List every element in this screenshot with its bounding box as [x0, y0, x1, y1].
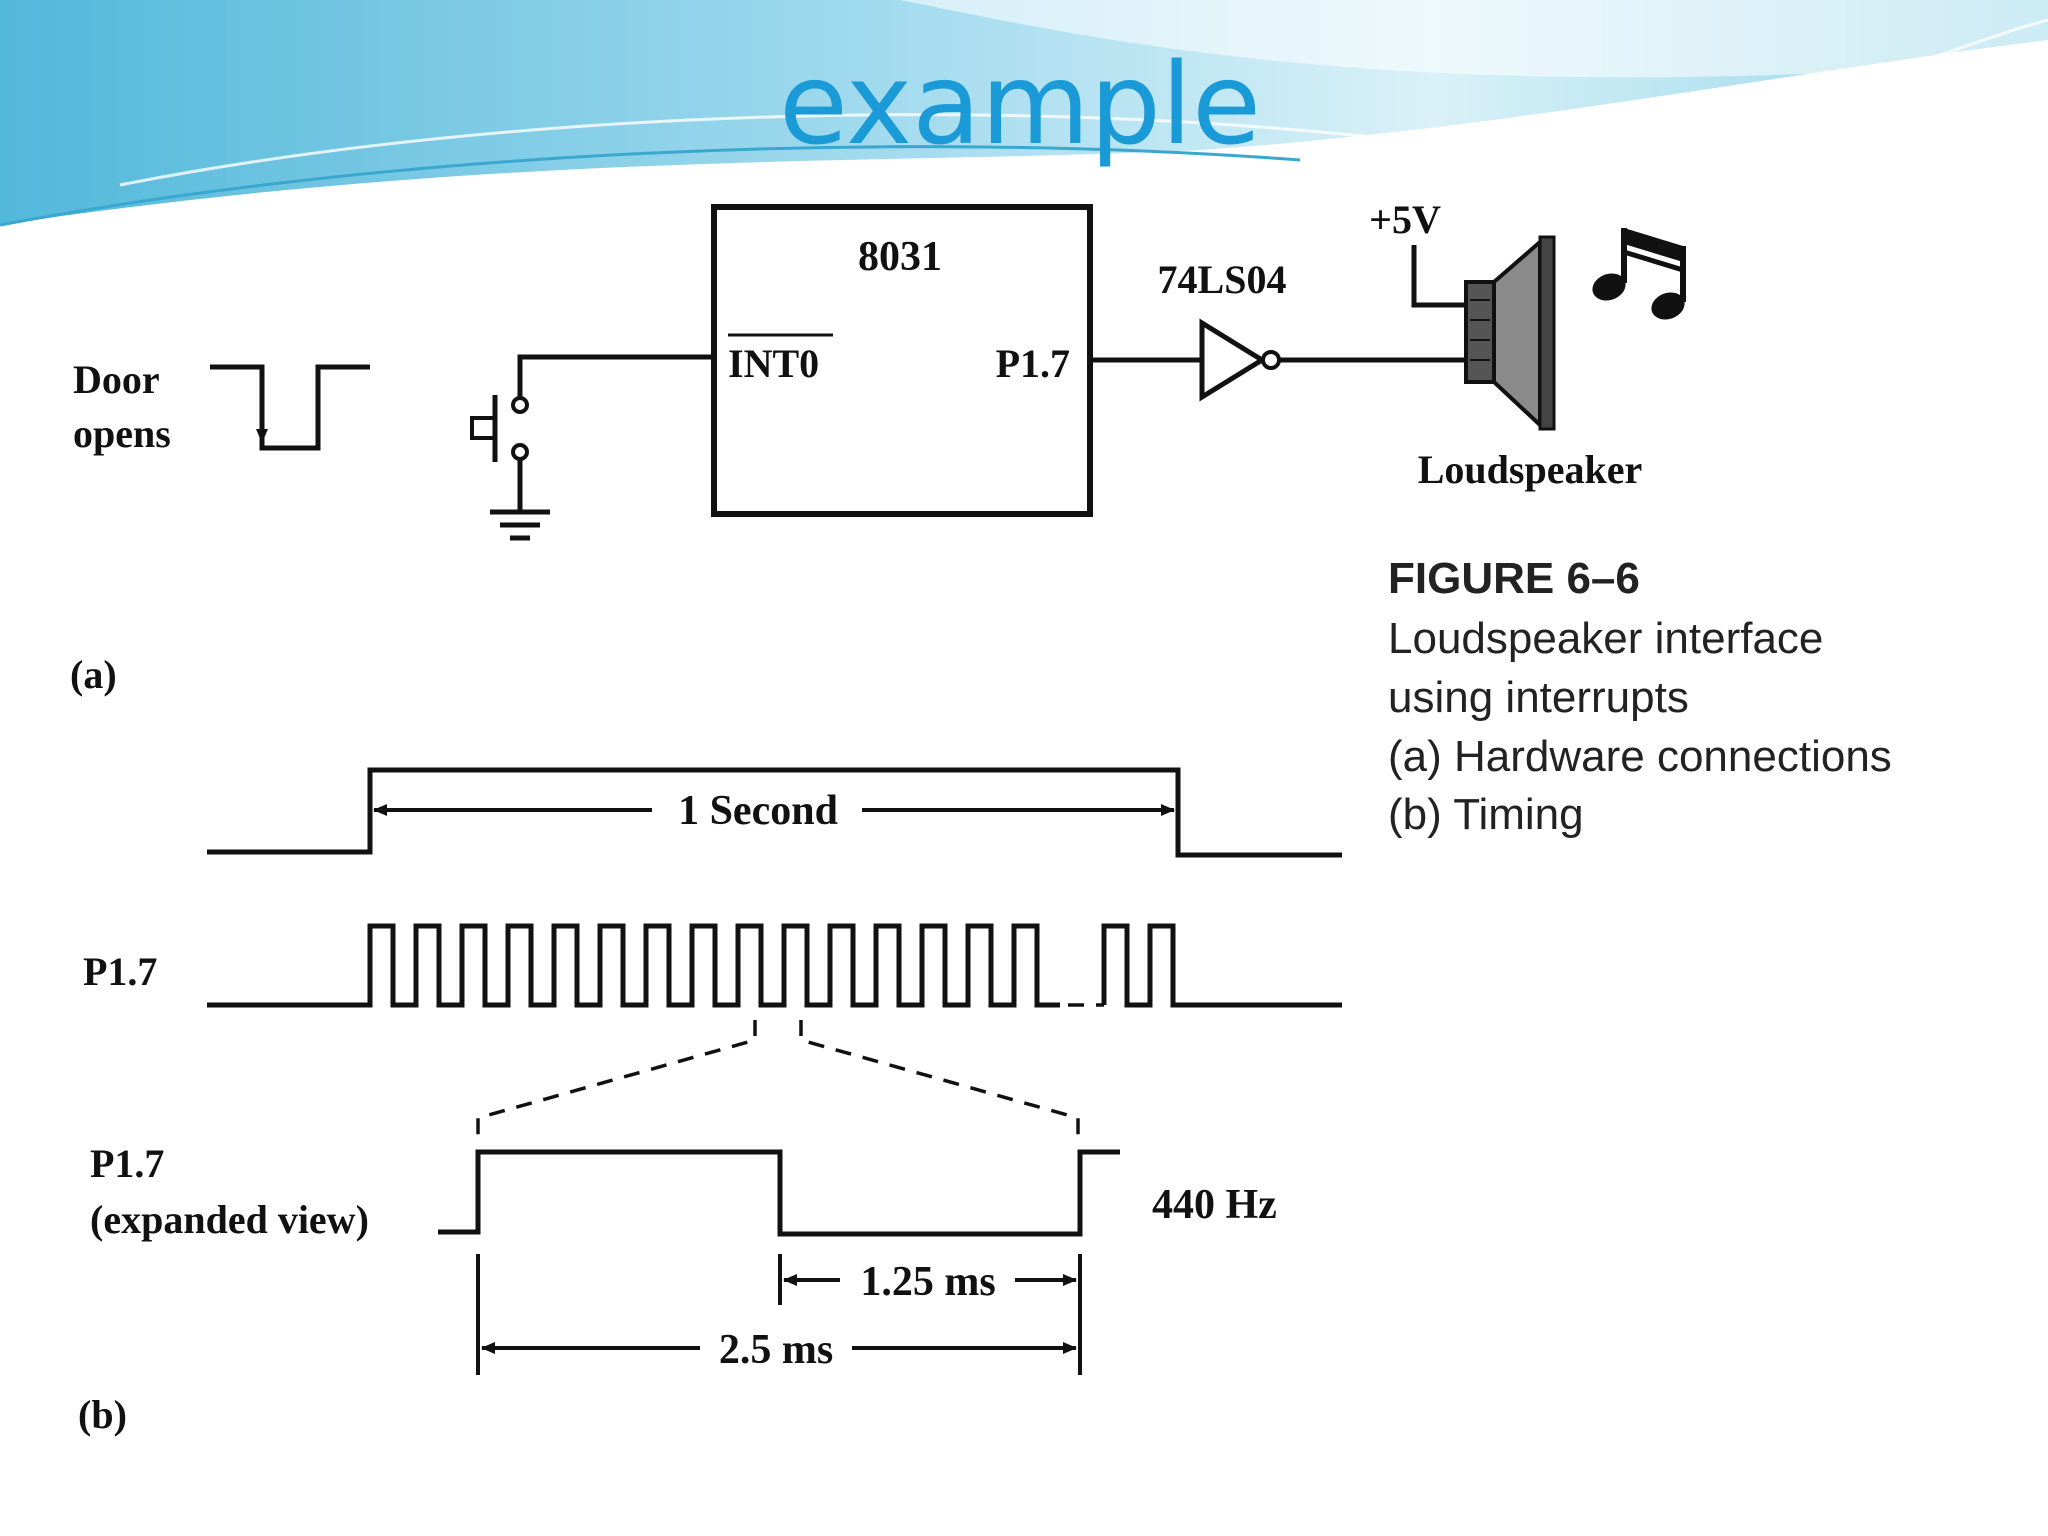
frequency-label: 440 Hz [1152, 1182, 1277, 1228]
caption-line3: (a) Hardware connections [1388, 732, 1892, 781]
inverter-label: 74LS04 [1158, 257, 1287, 302]
p17-signal-label: P1.7 [83, 949, 157, 994]
supply-wire [1411, 245, 1466, 308]
door-label-line1: Door [73, 357, 160, 402]
expanded-label-line2: (expanded view) [90, 1197, 369, 1242]
caption-line4: (b) Timing [1388, 790, 1584, 839]
supply-label: +5V [1369, 197, 1441, 242]
panel-b-label: (b) [78, 1392, 127, 1437]
int0-pin-label: INT0 [728, 341, 819, 386]
half-period-label: 1.25 ms [860, 1259, 995, 1305]
header-banner [0, 0, 2048, 227]
inverter-gate-icon [1199, 318, 1281, 402]
hardware-diagram: Door opens 8031 INT0 P1.7 74LS04 [70, 197, 1686, 697]
push-button-switch-icon [470, 354, 714, 510]
panel-a-label: (a) [70, 652, 117, 697]
ground-icon [490, 509, 550, 541]
expand-guide-right [799, 1020, 1080, 1140]
caption-line1: Loudspeaker interface [1388, 614, 1823, 663]
p17-square-wave [207, 923, 1342, 1008]
expand-guide-left [476, 1020, 757, 1140]
period-label: 2.5 ms [719, 1327, 833, 1373]
door-pulse [210, 364, 370, 451]
chip-name: 8031 [858, 234, 942, 280]
figure-caption: FIGURE 6–6 Loudspeaker interface using i… [1388, 554, 1892, 839]
timing-diagram: 1 Second P1.7 P1.7 (expanded view) 440 H… [78, 767, 1342, 1437]
one-second-envelope [207, 767, 1342, 858]
expanded-wave [438, 1149, 1120, 1237]
music-note-icon [1592, 228, 1686, 320]
p17-pin-label: P1.7 [996, 341, 1070, 386]
caption-heading: FIGURE 6–6 [1388, 554, 1640, 603]
loudspeaker-icon [1464, 235, 1556, 431]
duration-label: 1 Second [678, 788, 838, 834]
slide-title: example [779, 40, 1261, 170]
loudspeaker-label: Loudspeaker [1418, 447, 1643, 492]
expanded-label-line1: P1.7 [90, 1141, 164, 1186]
caption-line2: using interrupts [1388, 673, 1689, 722]
door-label-line2: opens [73, 411, 171, 456]
